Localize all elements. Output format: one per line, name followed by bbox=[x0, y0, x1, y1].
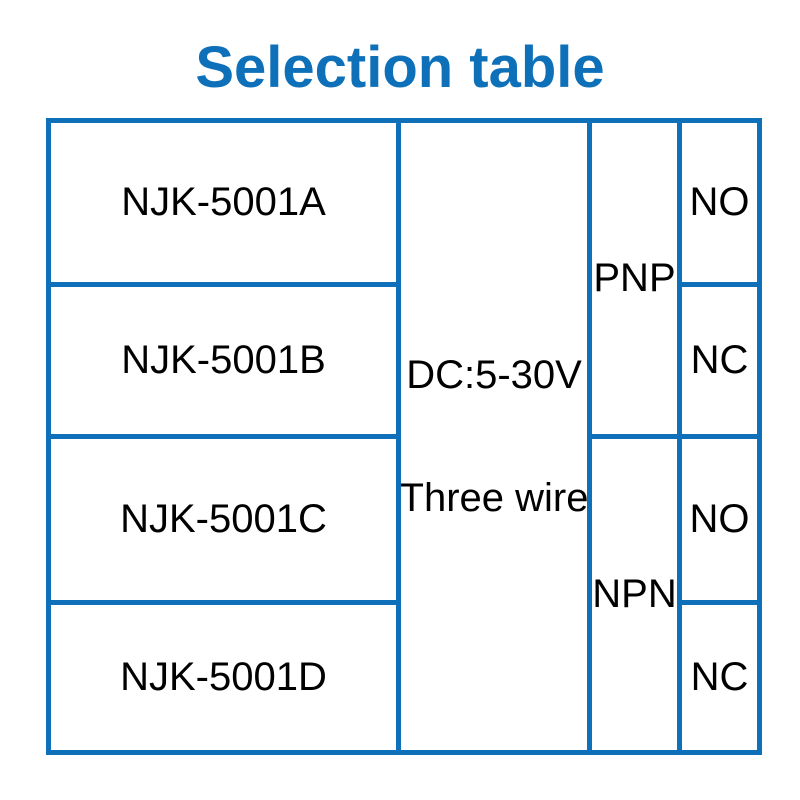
contact-cell-pnp-no: NO bbox=[677, 118, 762, 287]
power-label: DC:5-30V bbox=[406, 352, 582, 397]
model-cell-njk-5001c: NJK-5001C bbox=[46, 434, 401, 605]
model-cell-njk-5001d: NJK-5001D bbox=[46, 600, 401, 755]
table-row: NJK-5001D NC bbox=[46, 600, 762, 755]
contact-cell-npn-no: NO bbox=[677, 434, 762, 605]
model-cell-njk-5001a: NJK-5001A bbox=[46, 118, 401, 287]
power-wiring-group: DC:5-30V Three wire bbox=[399, 352, 589, 521]
selection-table: NJK-5001A DC:5-30V Three wire PNP NO NJK… bbox=[46, 118, 762, 755]
contact-cell-pnp-nc: NC bbox=[677, 282, 762, 439]
output-type-npn-cell: NPN bbox=[587, 434, 682, 755]
output-type-pnp-cell: PNP bbox=[587, 118, 682, 439]
model-cell-njk-5001b: NJK-5001B bbox=[46, 282, 401, 439]
contact-cell-npn-nc: NC bbox=[677, 600, 762, 755]
wiring-label: Three wire bbox=[399, 475, 589, 520]
table-row: NJK-5001B NC bbox=[46, 282, 762, 439]
power-wiring-cell: DC:5-30V Three wire bbox=[396, 118, 592, 755]
table-row: NJK-5001C NPN NO bbox=[46, 434, 762, 755]
page-title: Selection table bbox=[195, 35, 605, 100]
table-row: NJK-5001A DC:5-30V Three wire PNP NO bbox=[46, 118, 762, 755]
